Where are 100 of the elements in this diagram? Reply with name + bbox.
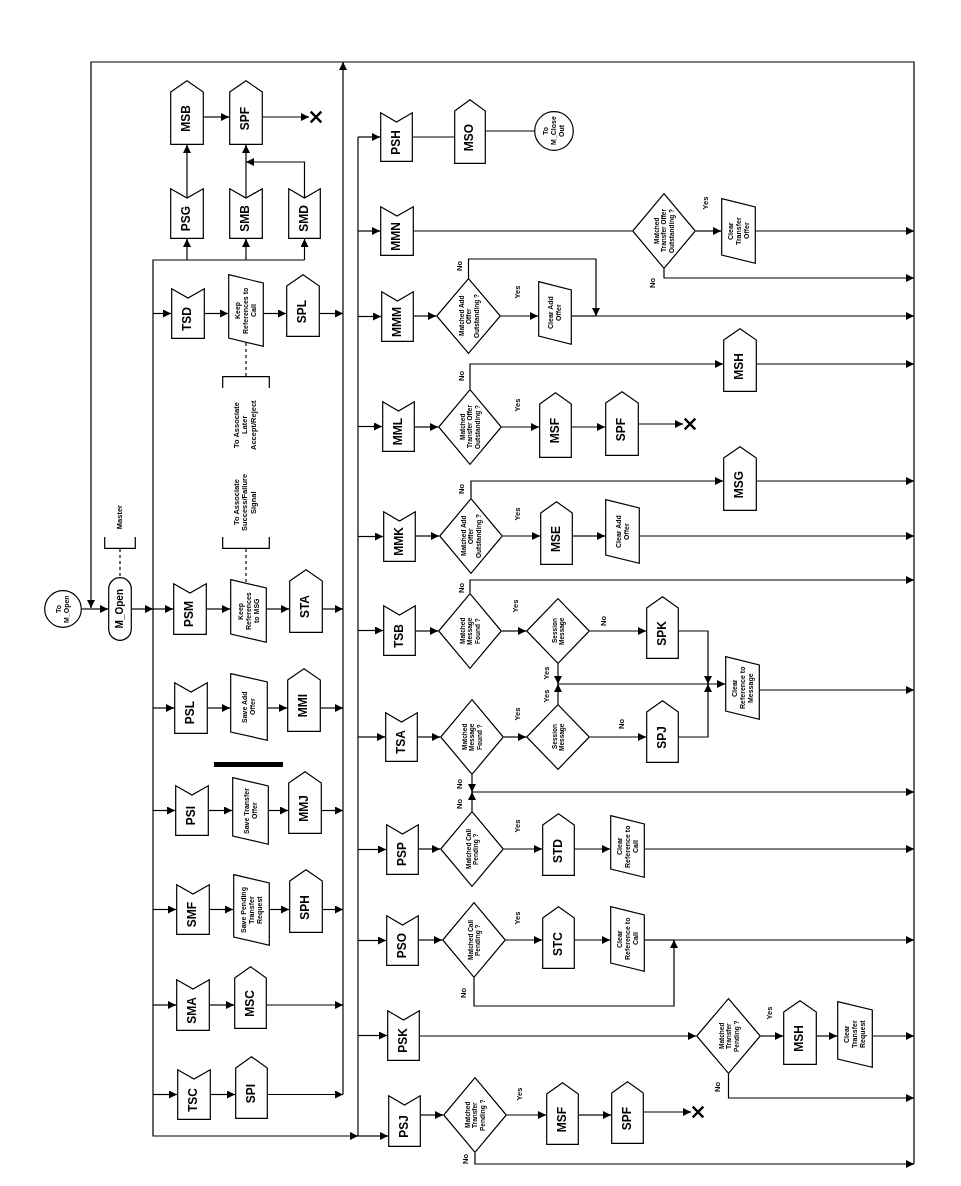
arrow [727,1073,915,1102]
arrow [644,845,915,853]
input-signal-symbol [388,1095,421,1147]
arrow [574,936,611,944]
output-signal-symbol [289,569,323,633]
signal-name: PSJ [397,1114,412,1138]
flow-line [152,259,306,610]
decision-diamond [632,193,696,269]
signal-name: PSM [183,601,197,627]
arrow [357,422,383,431]
input-signal-symbol [176,884,210,935]
decision-diamond [443,1077,507,1153]
output-signal-symbol [288,771,322,834]
arrow [131,605,154,613]
output-signal-symbol [539,392,572,458]
output-signal-symbol [723,446,757,511]
arrow [267,1090,344,1099]
arrow [152,905,177,914]
arrow [467,258,600,317]
arrow [643,1108,692,1116]
task-box [233,874,270,946]
output-signal-symbol [611,1081,644,1144]
signal-name: MSH [733,352,747,380]
arrow [357,936,387,945]
signal-name: PSP [395,842,410,867]
arrow [501,423,540,431]
stop-symbol [683,417,697,431]
signal-name: MSG [733,470,747,499]
arrow [595,312,915,320]
arrow [90,605,109,613]
arrow [678,683,712,738]
arrow [673,936,915,944]
input-signal-symbol [387,1010,420,1061]
input-signal-symbol [381,291,414,342]
arrow [468,791,476,812]
task-box [605,499,640,564]
output-signal-symbol [234,966,267,1029]
state-symbol [108,577,132,641]
signal-name: SMF [186,901,200,928]
arrow [269,905,290,914]
arrow [663,268,915,282]
arrow [357,733,386,741]
arrow [503,845,543,853]
decision-diamond [440,699,504,775]
task-box [232,777,269,845]
arrow [678,630,712,685]
arrow [339,61,347,1096]
task-box [230,673,268,741]
arrow [268,806,289,815]
decision-diamond [442,902,506,978]
signal-name: MSF [548,418,563,444]
arrow [471,788,915,796]
arrow [87,61,344,609]
decision-diamond [526,704,590,770]
arrow [207,704,231,712]
arrow [756,360,915,368]
task-box [725,656,760,720]
output-signal-symbol [646,700,679,763]
task-box [538,281,572,345]
input-signal-symbol [170,188,204,239]
arrow [759,686,915,694]
task-box [721,198,756,264]
output-signal-symbol [646,596,679,659]
flow-line [357,136,359,1137]
output-signal-symbol [783,1000,817,1065]
signal-name: SMB [239,205,253,232]
arrow [357,312,382,321]
arrow [760,1032,784,1040]
comment-link-line [245,341,247,377]
connector-line [412,136,455,138]
signal-name: PSL [184,701,198,725]
comment-link-line [119,548,121,578]
output-signal-symbol [287,668,321,732]
decision-diamond [526,598,590,664]
arrow [419,1032,697,1040]
arrow [208,806,233,815]
arrow [263,309,287,318]
flow-line [342,61,915,1165]
arrow [505,936,543,944]
arrow [152,605,174,613]
stop-symbol [309,110,323,124]
arrow [267,704,288,712]
arrow [203,113,230,121]
arrow [152,309,172,318]
arrow [204,309,229,318]
signal-name: SPI [244,1083,259,1104]
arrow [242,238,250,261]
output-signal-symbol [454,99,486,164]
arrow [506,1111,547,1119]
arrow [415,627,439,635]
arrow [501,627,527,635]
signal-name: TSA [394,730,409,754]
arrow [152,806,176,815]
input-signal-symbol [382,401,415,452]
arrow [321,806,344,815]
arrow [589,733,647,741]
stop-symbol [691,1105,705,1119]
arrow [262,113,310,121]
signal-name: MSO [463,123,477,152]
signal-name: MMN [390,221,404,251]
